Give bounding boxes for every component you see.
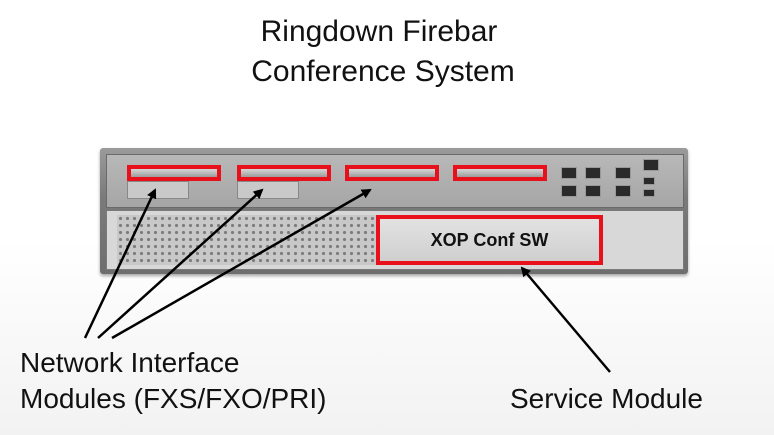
arrow-to-nim-1 <box>83 188 157 339</box>
nim-label-line-2: Modules (FXS/FXO/PRI) <box>20 383 327 414</box>
title-line-1: Ringdown Firebar <box>260 15 498 48</box>
vent-grille <box>117 215 379 265</box>
slot-bay <box>237 181 299 199</box>
ethernet-port <box>615 185 631 197</box>
nim-slot-highlight-3 <box>345 165 439 181</box>
arrow-to-service-module <box>520 266 611 373</box>
service-module-label: Service Module <box>510 383 703 414</box>
usb-port <box>643 189 655 197</box>
nim-slot-highlight-2 <box>237 165 331 181</box>
router-top-panel <box>106 154 684 208</box>
usb-port <box>643 177 655 185</box>
nim-slot-highlight-4 <box>453 165 547 181</box>
console-port <box>643 159 659 171</box>
arrow-to-nim-2 <box>97 188 264 339</box>
ethernet-port <box>585 185 601 197</box>
ethernet-port <box>561 185 577 197</box>
service-module-highlight: XOP Conf SW <box>376 215 603 265</box>
ethernet-port <box>561 167 577 179</box>
ethernet-port <box>585 167 601 179</box>
router-chassis: XOP Conf SW <box>100 148 688 274</box>
nim-slot-highlight-1 <box>127 165 221 181</box>
slot-bay <box>127 181 189 199</box>
nim-label-line-1: Network Interface <box>20 347 240 378</box>
title-line-2: Conference System <box>251 55 515 88</box>
arrow-to-nim-3 <box>111 188 372 340</box>
service-module-text: XOP Conf SW <box>430 229 549 250</box>
ethernet-port <box>615 167 631 179</box>
